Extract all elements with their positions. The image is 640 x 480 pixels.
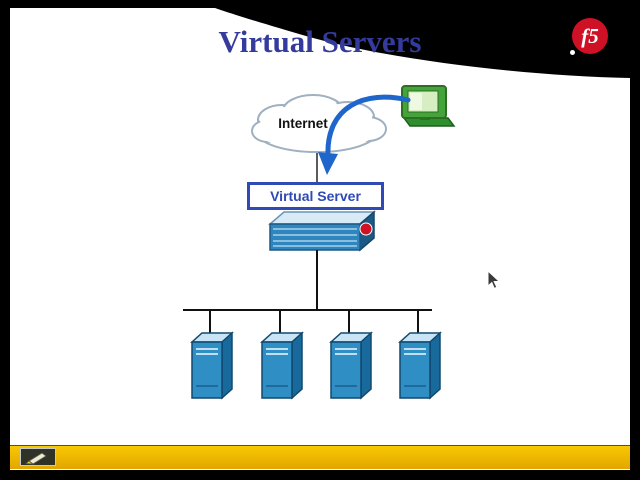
f5-logo-registered-dot (570, 50, 575, 55)
mouse-cursor (487, 270, 501, 290)
f5-logo-text: f5 (581, 23, 599, 48)
virtual-server-box: Virtual Server (247, 182, 384, 210)
internet-cloud-fill (254, 97, 384, 150)
drop-lines (209, 310, 419, 342)
f5-logo: f5 (572, 18, 608, 54)
annotation-pencil-icon[interactable] (20, 448, 56, 466)
server-tower-2 (260, 331, 304, 400)
diagram-art (183, 8, 630, 400)
internet-label: Internet (278, 116, 328, 131)
virtual-server-label: Virtual Server (270, 188, 361, 204)
slide-title: Virtual Servers (218, 24, 422, 59)
server-tower-1 (190, 331, 234, 400)
server-tower-4 (398, 331, 442, 400)
traffic-arrow (318, 94, 411, 175)
server-towers (190, 331, 442, 400)
client-computer-icon (401, 85, 456, 127)
server-tower-3 (329, 331, 373, 400)
slide: Virtual Servers f5 Internet Virtual Serv… (10, 8, 630, 470)
annotation-bar (10, 445, 630, 469)
bigip-appliance (267, 210, 377, 252)
swoosh-shape (215, 8, 630, 78)
appliance-f5-ball (359, 222, 373, 236)
